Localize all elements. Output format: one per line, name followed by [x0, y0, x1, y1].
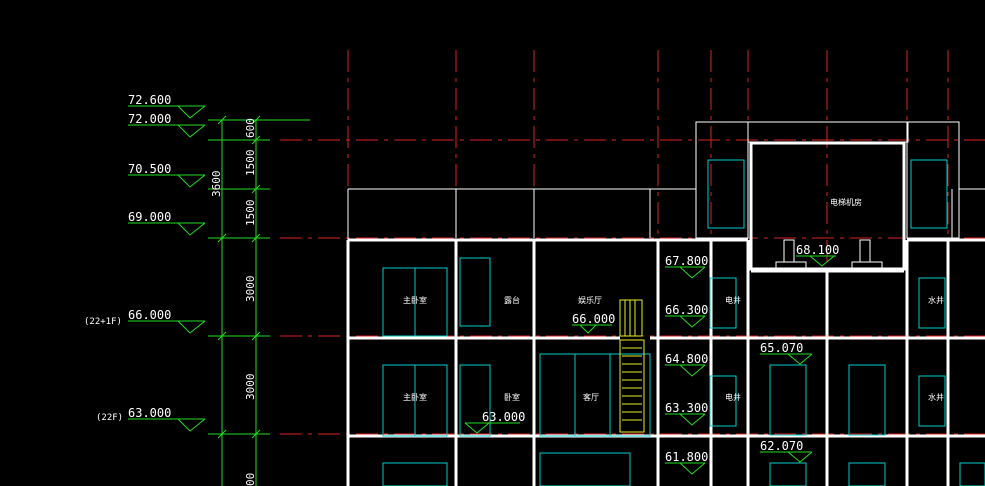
inner-level-marker: 63.000: [464, 410, 525, 434]
room-label: 卧室: [504, 392, 520, 402]
inner-level-marker: 65.070: [760, 341, 813, 365]
room-label: 电梯机房: [830, 197, 862, 207]
building-structure: [346, 121, 985, 486]
dim-outer-1: 3600: [210, 171, 223, 198]
dim-outer-2: 3000: [244, 276, 257, 303]
room-label: 主卧室: [403, 295, 427, 305]
level-value: 66.000: [128, 308, 171, 322]
level-marker: 70.500: [128, 162, 206, 188]
level-marker: 69.000: [128, 210, 206, 236]
openings: [382, 159, 985, 486]
dim-inner-1: 600: [244, 118, 257, 138]
inner-level-marker: 63.300: [665, 401, 708, 426]
machine-base: [775, 239, 883, 271]
dim-inner-3: 1500: [244, 200, 257, 227]
room-label: 露台: [504, 295, 520, 305]
level-marker: 72.600: [128, 93, 206, 119]
level-value: 69.000: [128, 210, 171, 224]
level-value: 68.100: [796, 243, 839, 257]
inner-level-marker: 66.300: [665, 303, 708, 328]
level-value: 64.800: [665, 352, 708, 366]
dim-inner-2: 1500: [244, 150, 257, 177]
level-marker: 66.000 (22+1F): [84, 308, 206, 334]
inner-level-marker: 68.100: [796, 243, 839, 267]
room-label: 电井: [725, 295, 741, 305]
room-label: 娱乐厅: [578, 295, 602, 305]
dim-outer-4: 00: [244, 473, 257, 486]
inner-level-marker: 66.000: [572, 312, 615, 334]
inner-level-marker: 62.070: [760, 439, 813, 463]
floor-label: (22+1F): [84, 317, 122, 327]
inner-level-marker: 67.800: [665, 254, 708, 279]
level-value: 67.800: [665, 254, 708, 268]
level-value: 63.300: [665, 401, 708, 415]
inner-level-marker: 61.800: [665, 450, 708, 475]
level-value: 66.300: [665, 303, 708, 317]
inner-level-marker: 64.800: [665, 352, 708, 377]
room-label: 水井: [928, 392, 944, 402]
level-value: 63.000: [128, 406, 171, 420]
floor-label: (22F): [96, 413, 123, 423]
level-value: 63.000: [482, 410, 525, 424]
level-value: 61.800: [665, 450, 708, 464]
room-label: 客厅: [583, 392, 599, 402]
level-value: 62.070: [760, 439, 803, 453]
dimension-lines: [208, 115, 310, 486]
level-marker: 72.000: [128, 112, 206, 138]
level-value: 72.600: [128, 93, 171, 107]
level-value: 72.000: [128, 112, 171, 126]
level-value: 65.070: [760, 341, 803, 355]
room-label: 主卧室: [403, 392, 427, 402]
level-marker: 63.000 (22F): [96, 406, 206, 432]
room-label: 水井: [928, 295, 944, 305]
dim-outer-3: 3000: [244, 374, 257, 401]
room-label: 电井: [725, 392, 741, 402]
level-value: 66.000: [572, 312, 615, 326]
stair: [619, 299, 645, 433]
level-value: 70.500: [128, 162, 171, 176]
